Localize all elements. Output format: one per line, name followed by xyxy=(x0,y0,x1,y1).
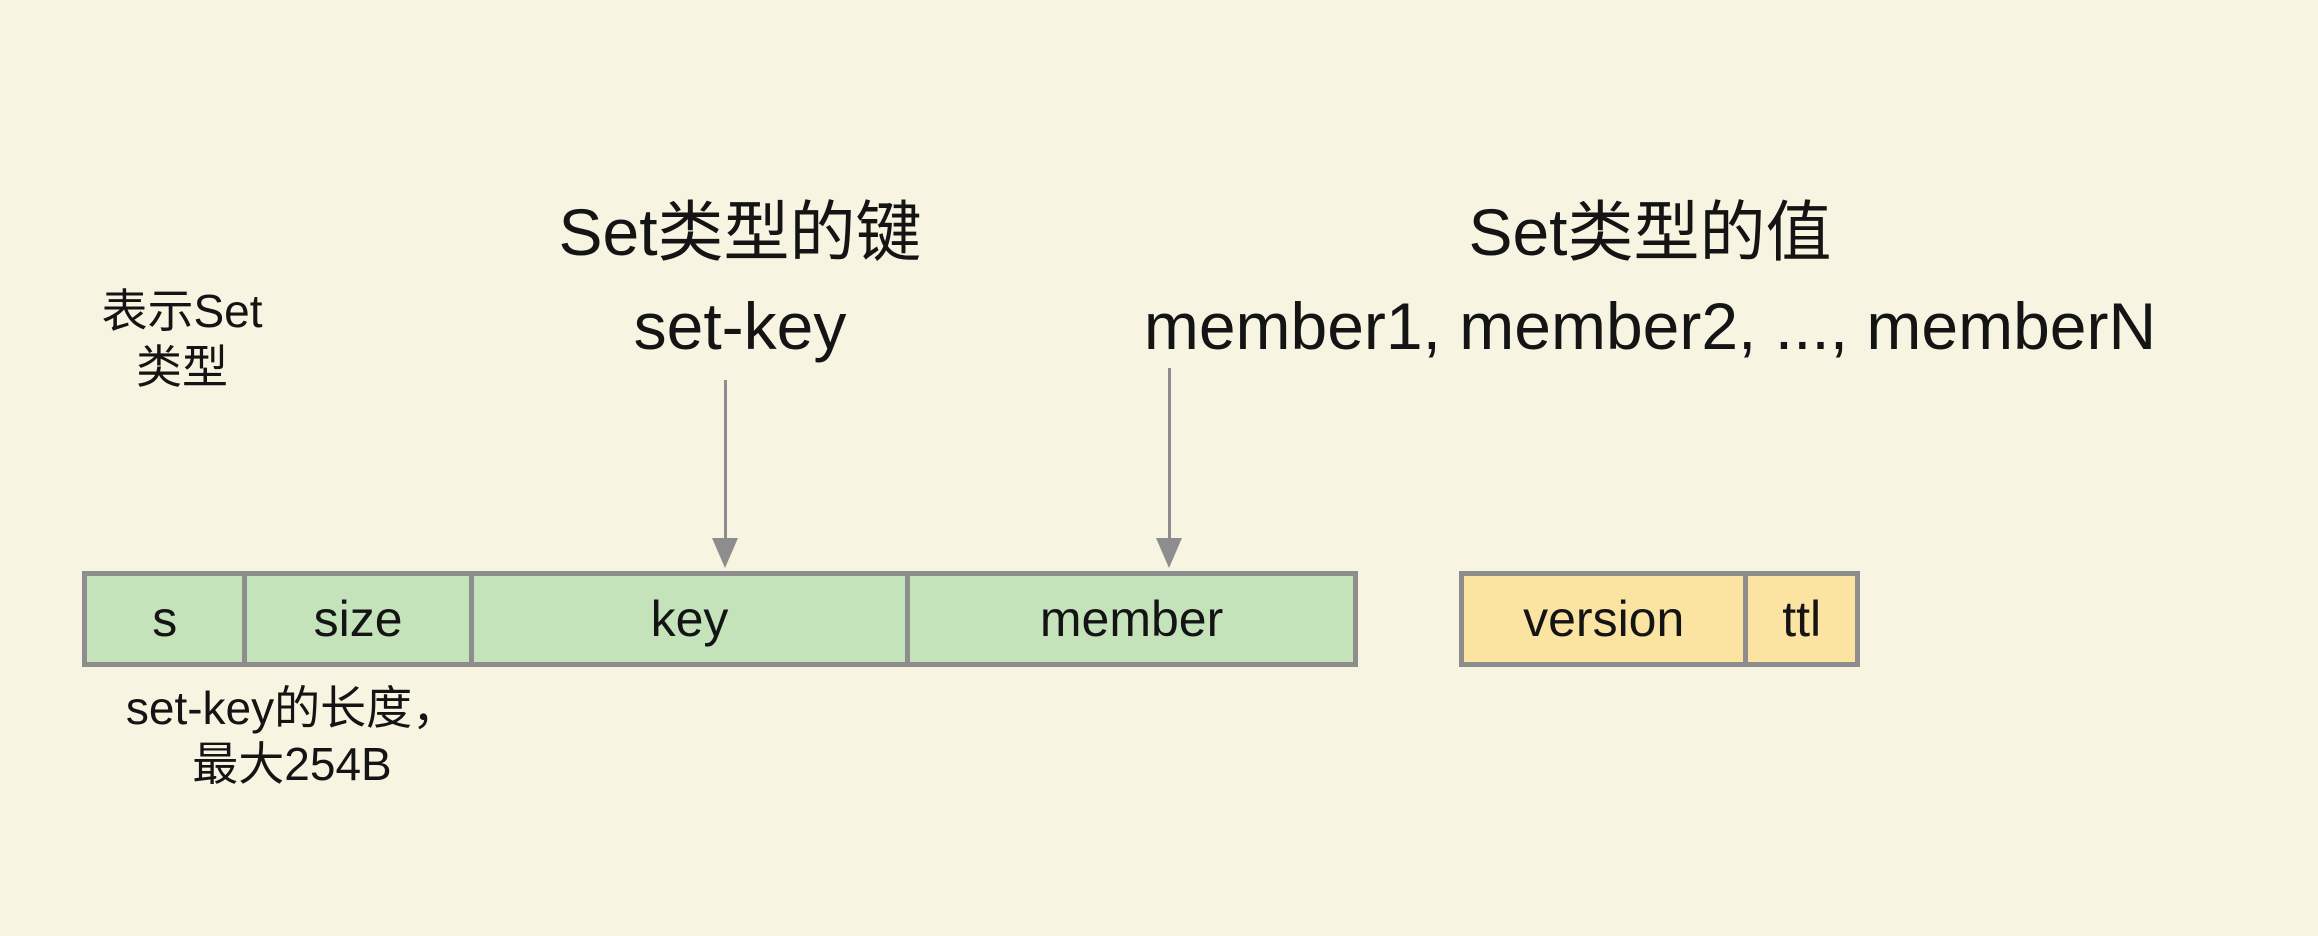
key-bar-cell-member: member xyxy=(1039,591,1224,647)
set-value-heading: Set类型的值 member1, member2, ..., memberN xyxy=(1144,186,2156,373)
key-bar-cell-size: size xyxy=(247,576,474,662)
set-value-heading-title: Set类型的值 xyxy=(1468,195,1832,269)
member-arrow-head-icon xyxy=(1156,538,1182,568)
type-flag-note-line1: 表示Set xyxy=(101,285,263,337)
key-bar-cell-type-flag: s xyxy=(87,576,248,662)
set-key-heading-title: Set类型的键 xyxy=(558,195,922,269)
value-bar-cell-ttl: ttl xyxy=(1782,591,1822,647)
key-length-note: set-key的长度， 最大254B xyxy=(126,680,458,792)
key-length-note-line2: 最大254B xyxy=(192,738,392,791)
value-record-bar: version ttl xyxy=(1459,571,1860,667)
set-key-heading-value: set-key xyxy=(633,288,847,363)
key-length-note-line1: set-key的长度， xyxy=(125,682,459,734)
key-arrow-line xyxy=(724,380,727,538)
key-record-bar: s size key member xyxy=(82,571,1358,667)
value-bar-cell-version: version xyxy=(1464,576,1749,662)
set-value-heading-members: member1, member2, ..., memberN xyxy=(1143,288,2157,363)
key-arrow-head-icon xyxy=(712,538,738,568)
member-arrow-line xyxy=(1168,368,1171,538)
type-flag-note-line2: 类型 xyxy=(135,341,228,394)
type-flag-note: 表示Set 类型 xyxy=(101,283,262,395)
key-bar-cell-key: key xyxy=(474,576,911,662)
set-key-heading: Set类型的键 set-key xyxy=(558,186,921,373)
